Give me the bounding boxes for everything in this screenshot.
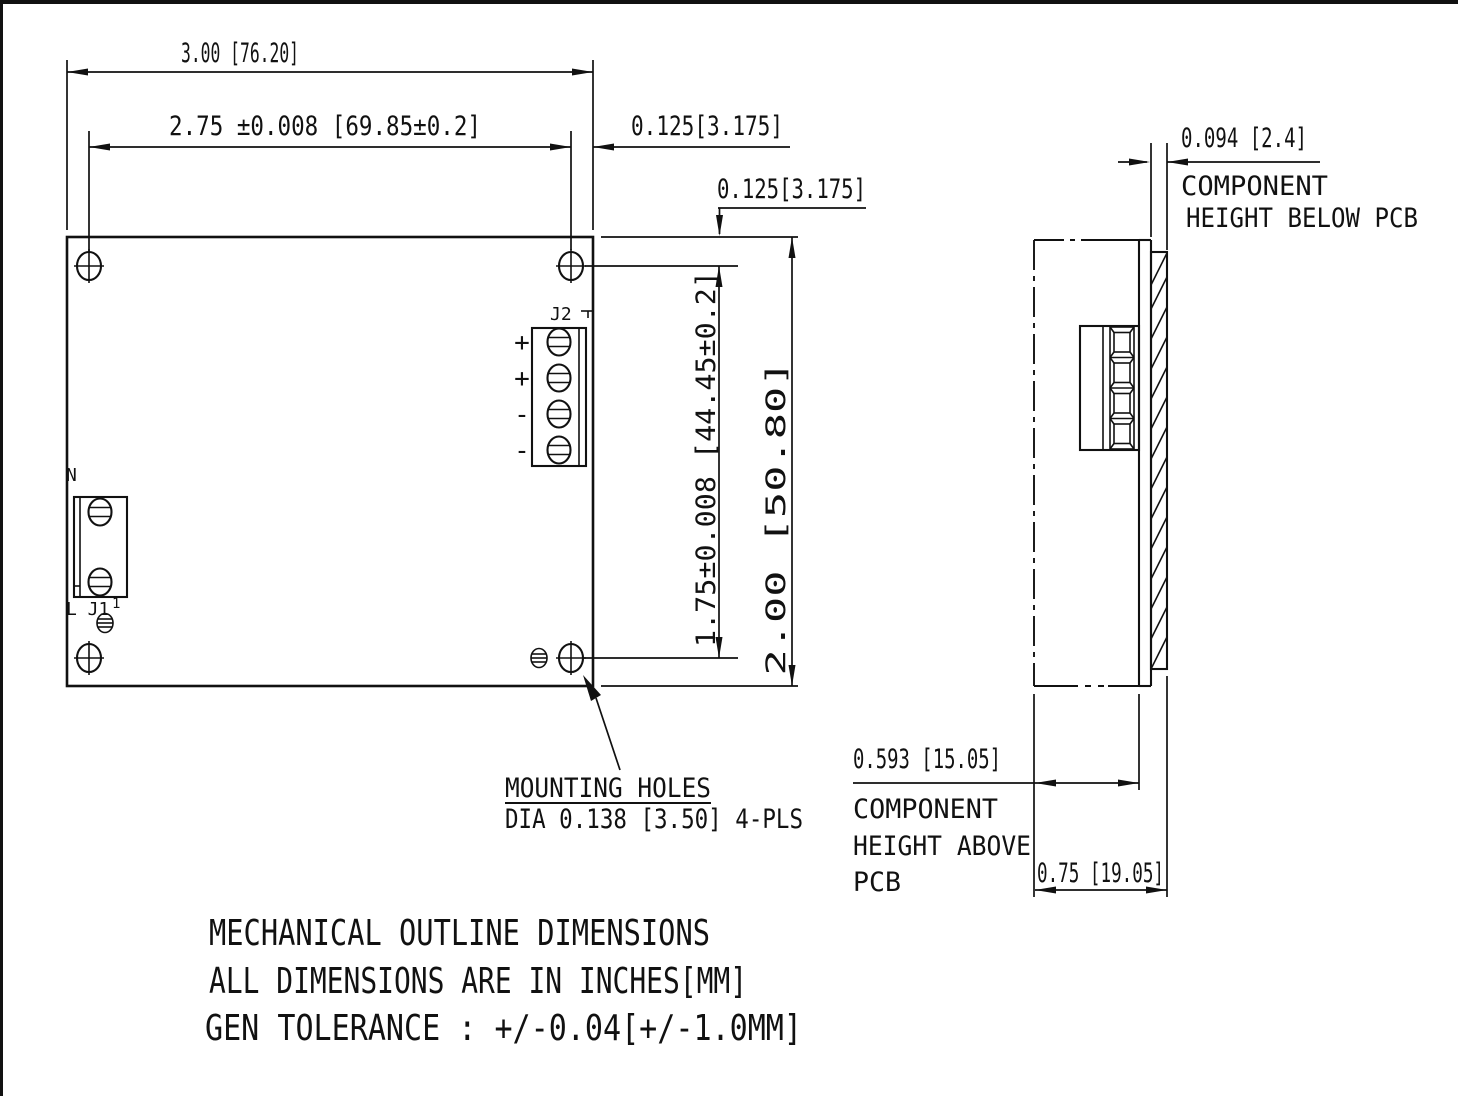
mounting-hole-bottom-left — [74, 641, 104, 675]
j2-polarity-minus-2: - — [514, 436, 530, 466]
j1-screw-1 — [87, 497, 113, 527]
pcb-outline — [65, 235, 595, 688]
sheet-border-top — [0, 0, 1458, 4]
note-line-3: GEN TOLERANCE : +/-0.04[+/-1.0MM] — [205, 1008, 802, 1049]
top-view: N L J1 1 — [65, 235, 595, 688]
mounting-holes-callout: MOUNTING HOLES DIA 0.138 [3.50] 4-PLS — [505, 675, 803, 835]
dim-hole-pitch-y-text: 1.75±0.008 [44.45±0.2] — [691, 271, 722, 647]
dim-board-height-text: 2.00 [50.80] — [761, 361, 792, 676]
small-screw-near-br-hole — [530, 647, 548, 669]
note-line-1: MECHANICAL OUTLINE DIMENSIONS — [209, 913, 710, 954]
j1-name-label: L J1 — [66, 599, 109, 620]
dim-hole-pitch-y: 1.75±0.008 [44.45±0.2] — [583, 265, 738, 659]
dim-hole-pitch-x: 2.75 ±0.008 [69.85±0.2] — [88, 111, 572, 253]
dim-total-height: 0.75 [19.05] — [1033, 676, 1168, 897]
j2-pin1-mark — [581, 310, 594, 318]
sheet-border-left — [0, 0, 3, 1096]
j2-polarity-plus-1: + — [514, 328, 530, 358]
j1-screw-2 — [87, 567, 113, 597]
j1-pin1-label: 1 — [112, 596, 120, 612]
j2-connector: J2 + + - - — [514, 304, 594, 468]
dim-hole-pitch-x-text: 2.75 ±0.008 [69.85±0.2] — [169, 111, 481, 142]
dim-board-height: 2.00 [50.80] — [601, 236, 798, 687]
dim-board-width: 3.00 [76.20] — [66, 38, 594, 230]
mounting-hole-top-right — [556, 249, 586, 283]
dim-board-width-text: 3.00 [76.20] — [181, 38, 299, 69]
above-pcb-caption-2: HEIGHT ABOVE — [853, 831, 1031, 862]
j2-polarity-plus-2: + — [514, 364, 530, 394]
dim-below-pcb: 0.094 [2.4] COMPONENT HEIGHT BELOW PCB — [1118, 123, 1418, 250]
dim-above-pcb-text: 0.593 [15.05] — [853, 744, 1001, 775]
below-pcb-hatched-zone — [1149, 250, 1169, 671]
pcb-side-section — [1137, 238, 1153, 688]
j1-connector: N L J1 1 — [66, 465, 129, 620]
dim-above-pcb: 0.593 [15.05] COMPONENT HEIGHT ABOVE PCB — [853, 694, 1140, 898]
j2-connector-side — [1078, 324, 1141, 452]
j2-polarity-minus-1: - — [514, 400, 530, 430]
j1-line-label: N — [66, 465, 77, 486]
j2-name-label: J2 — [550, 304, 572, 325]
dim-hole-offset-y: 0.125[3.175] — [716, 174, 866, 236]
j2-screw-4 — [546, 435, 572, 465]
small-screw-near-j1 — [96, 612, 114, 634]
mounting-holes-title: MOUNTING HOLES — [505, 773, 711, 804]
j2-screw-1 — [546, 327, 572, 357]
below-pcb-caption-2: HEIGHT BELOW PCB — [1186, 203, 1418, 234]
general-notes: MECHANICAL OUTLINE DIMENSIONS ALL DIMENS… — [205, 913, 802, 1049]
dim-hole-offset-y-text: 0.125[3.175] — [717, 174, 866, 205]
dim-total-height-text: 0.75 [19.05] — [1037, 858, 1164, 889]
dim-hole-offset-x: 0.125[3.175] — [593, 111, 790, 151]
above-pcb-caption-3: PCB — [853, 867, 901, 898]
hatch-lines — [1151, 252, 1167, 669]
leader-arrowhead — [583, 675, 601, 701]
dim-hole-offset-x-text: 0.125[3.175] — [631, 111, 783, 142]
mounting-holes-spec: DIA 0.138 [3.50] 4-PLS — [505, 804, 803, 835]
j2-screw-3 — [546, 399, 572, 429]
dim-below-pcb-text: 0.094 [2.4] — [1181, 123, 1307, 154]
side-view — [1033, 238, 1169, 688]
note-line-2: ALL DIMENSIONS ARE IN INCHES[MM] — [209, 961, 747, 1002]
side-screws — [1109, 326, 1135, 450]
j2-screw-2 — [546, 363, 572, 393]
above-pcb-caption-1: COMPONENT — [853, 794, 998, 825]
below-pcb-caption-1: COMPONENT — [1181, 171, 1328, 202]
